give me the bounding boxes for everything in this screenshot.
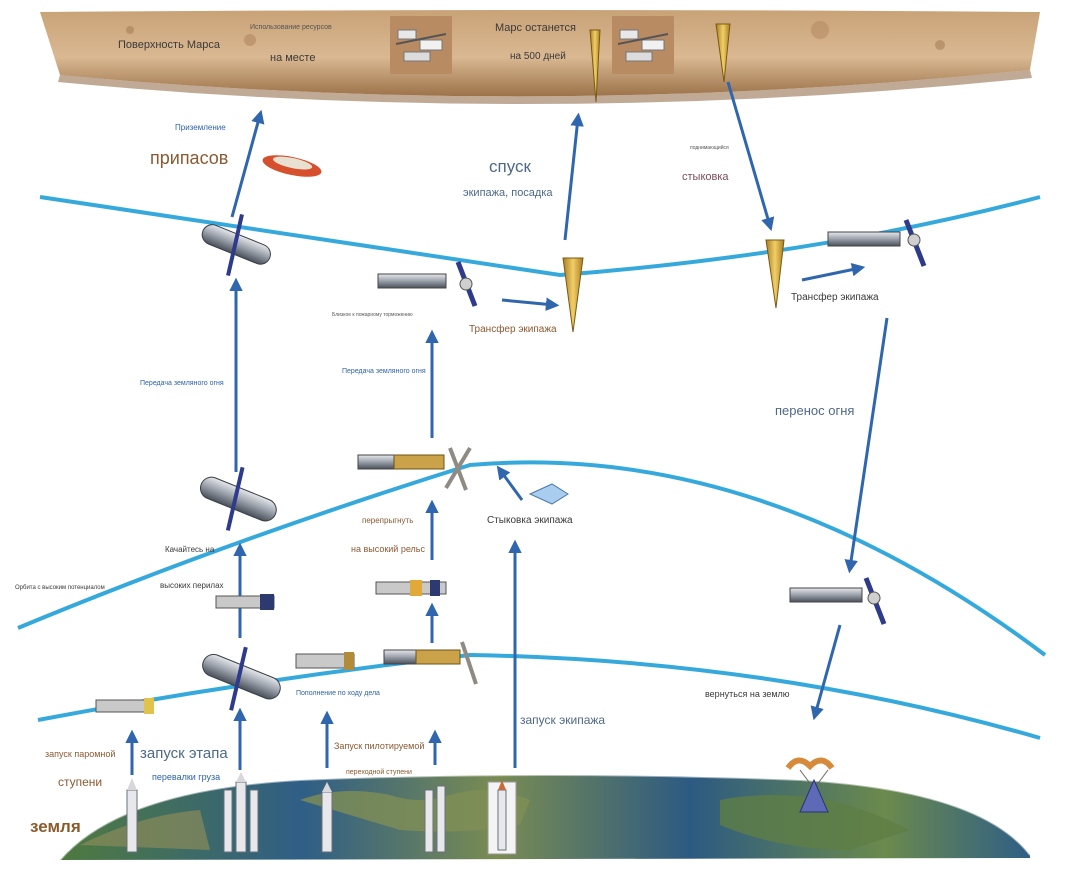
label-fire-transfer: перенос огня [775,403,855,418]
mars-base-image-2 [612,16,674,74]
crew-transfer-vehicle-icon [383,641,478,685]
rocket-icon [424,785,446,853]
stage-vehicle-icon [295,652,355,670]
stage-vehicle-icon [95,698,154,714]
label-landing: Приземление [175,123,226,132]
arrow-landing [230,109,265,218]
mav-cone-icon [562,257,584,333]
label-tmi-2: Передача земляного огня [342,368,426,375]
mars-surface-band [40,10,1040,105]
orbits [17,195,1047,740]
label-jump-2: на высокий рельс [351,544,425,554]
label-mars-surface: Поверхность Марса [118,39,221,51]
high-earth-orbit-curve [17,460,1047,657]
label-jump-1: перепрыгнуть [362,516,414,525]
label-swing-1: Качайтесь на [165,545,215,554]
mars-base-image-1 [390,16,452,74]
label-isru-1: Использование ресурсов [250,24,332,31]
arrow-return [810,624,842,721]
arrow-crew-transfer-2 [801,263,866,282]
label-crew-launch: запуск экипажа [520,713,606,727]
cargo-vehicle-icon [199,466,277,531]
rocket-icon [321,782,333,853]
label-crewed-launch-2: переходной ступени [346,769,412,776]
parachute-capsule-icon [785,757,835,813]
arrows [125,81,889,775]
arrow-crew-dock [496,465,524,501]
label-high-orbit: Орбита с высоким потенциалом [15,585,105,591]
crew-transfer-vehicle-icon [827,219,927,267]
label-crew-transfer-2: Трансфер экипажа [791,292,879,303]
earth-globe-band [59,774,1031,861]
arrow-descent [563,112,584,241]
label-crew-transfer-1: Трансфер экипажа [469,324,557,335]
crew-transfer-vehicle-icon [377,261,478,307]
label-tmi-1: Передача земляного огня [140,380,224,387]
label-close-to-orbit: Близкое к пожарному торможению [332,312,413,318]
cargo-vehicle-icon [201,213,271,277]
stage-vehicle-icon [375,580,447,596]
arrow-fire-transfer [844,317,889,574]
arrow-ascent [726,81,775,232]
label-supplies: припасов [150,148,229,168]
label-descent-2: экипажа, посадка [463,187,553,199]
rocket-icon [487,780,517,855]
stage-vehicle-icon [215,594,275,610]
mars-orbit-curve [39,195,1041,278]
label-stage-launch: запуск этапа [140,745,228,762]
crew-transfer-vehicle-icon [357,446,472,491]
mav-cone-icon [765,239,785,309]
cargo-vehicle-icon [202,646,281,711]
mav-cone-icon [715,23,731,83]
label-swing-2: высоких перилах [160,581,224,590]
rocket-icon [126,778,138,853]
label-ascending: поднимающийся [690,145,729,151]
label-ferry-2: ступени [58,775,103,789]
aeroshell-lander-icon [262,155,322,177]
label-refuel: Пополнение по ходу дела [296,690,380,697]
label-crew-docking: Стыковка экипажа [487,515,573,526]
label-cargo: перевалки груза [152,772,221,782]
label-ferry-1: запуск паромной [45,749,116,759]
label-mars-stay-2: на 500 дней [510,51,566,62]
label-mars-stay-1: Марс останется [495,22,576,34]
label-crewed-launch-1: Запуск пилотируемой [334,741,425,751]
label-isru-2: на месте [270,52,316,64]
label-return-earth: вернуться на землю [705,689,790,699]
arrow-crew-transfer-1 [501,297,560,311]
crew-transfer-vehicle-icon [789,577,887,625]
label-descent-1: спуск [489,157,531,176]
label-docking: стыковка [682,171,729,183]
low-earth-orbit-curve [37,652,1041,740]
mav-cone-icon [589,29,601,103]
spacecraft-icons [95,16,927,855]
label-earth: земля [30,817,81,836]
orion-capsule-icon [528,483,569,505]
rocket-icon [223,772,259,853]
